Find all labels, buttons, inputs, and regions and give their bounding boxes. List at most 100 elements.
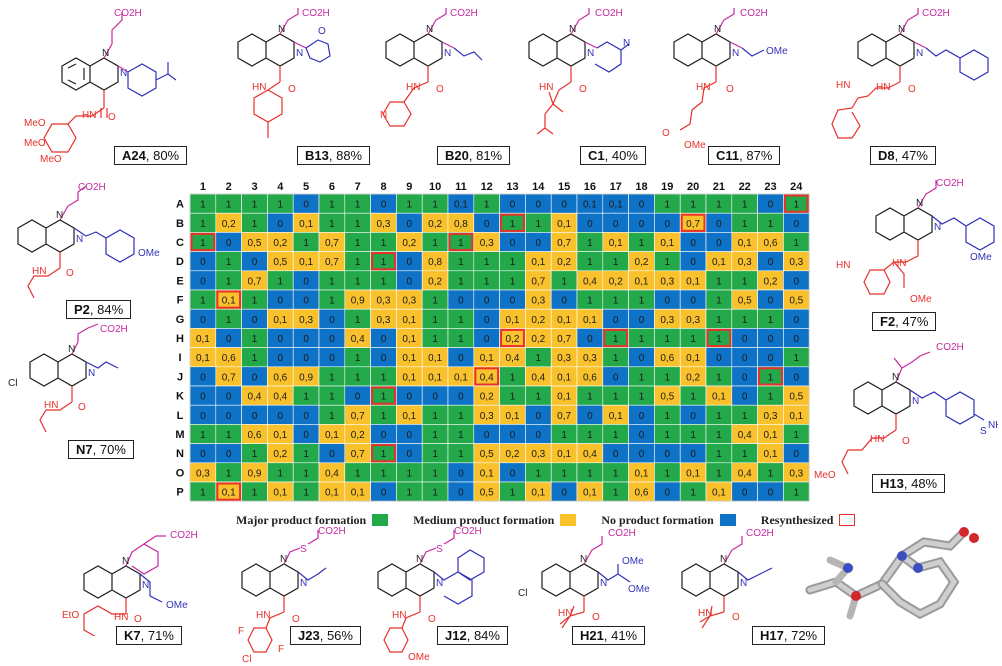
cell-value: 1 xyxy=(226,257,232,268)
cell-value: 0 xyxy=(252,372,258,383)
caption-yield: 40% xyxy=(611,148,638,163)
cell-value: 0,2 xyxy=(402,238,416,249)
cell-value: 0,7 xyxy=(686,219,700,230)
resynthesized-marker xyxy=(216,290,242,309)
ring-N-label: N xyxy=(892,372,899,383)
cell-value: 1 xyxy=(665,334,671,345)
cell-value: 0,4 xyxy=(248,392,262,403)
cell-value: 1 xyxy=(381,276,387,287)
cell-value: 0,7 xyxy=(557,411,571,422)
cell-value: 1 xyxy=(329,296,335,307)
caption-yield: 88% xyxy=(336,148,363,163)
resynthesized-marker xyxy=(758,367,783,386)
column-label: 5 xyxy=(303,181,309,193)
structure-J12: CO2H S N N HN O OMe xyxy=(372,526,512,664)
cell-value: 0 xyxy=(200,372,206,383)
cell-value: 0,7 xyxy=(557,238,571,249)
ether-MeO-label: MeO xyxy=(814,470,836,480)
caption-id: K7 xyxy=(124,628,141,643)
ester-OMe-label: OMe xyxy=(910,294,932,305)
cell-value: 1 xyxy=(355,219,361,230)
cell-value: 1 xyxy=(716,430,722,441)
cell-value: 0 xyxy=(742,353,748,364)
cell-value: 0,2 xyxy=(428,276,442,287)
cell-value: 1 xyxy=(742,219,748,230)
caption-id: N7 xyxy=(76,442,93,457)
cell-value: 0,3 xyxy=(738,257,752,268)
cell-value: 1 xyxy=(587,238,593,249)
cell-value: 1 xyxy=(355,372,361,383)
resynthesized-marker xyxy=(783,194,809,213)
cell-value: 0,3 xyxy=(764,411,778,422)
cell-value: 1 xyxy=(381,392,387,403)
cell-value: 1 xyxy=(742,200,748,211)
cell-value: 0 xyxy=(639,353,645,364)
cell-value: 0,8 xyxy=(454,219,468,230)
cell-value: 0 xyxy=(200,315,206,326)
cell-value: 1 xyxy=(252,200,258,211)
amide-O-label: O xyxy=(108,112,116,123)
cell-value: 0,5 xyxy=(248,238,262,249)
cell-value: 1 xyxy=(665,430,671,441)
cell-value: 0,4 xyxy=(480,372,494,383)
caption-H17: H17, 72% xyxy=(752,626,826,645)
cell-value: 1 xyxy=(458,315,464,326)
cell-value: 0,2 xyxy=(531,334,545,345)
cell-value: 0 xyxy=(510,238,516,249)
cell-value: 1 xyxy=(536,468,542,479)
cell-value: 1 xyxy=(613,392,619,403)
cell-value: 0 xyxy=(639,411,645,422)
cell-value: 1 xyxy=(768,392,774,403)
cell-value: 0,1 xyxy=(402,315,416,326)
ring-N-label: N xyxy=(142,580,149,591)
cell-value: 0,5 xyxy=(738,296,752,307)
caption-yield: 71% xyxy=(147,628,174,643)
cell-value: 1 xyxy=(278,200,284,211)
column-label: 12 xyxy=(481,181,493,193)
resynthesized-marker xyxy=(706,328,732,348)
cell-value: 0 xyxy=(432,392,438,403)
column-label: 6 xyxy=(329,181,335,193)
cell-value: 0 xyxy=(329,449,335,460)
structure-D8: CO2H N N HN HN O xyxy=(818,6,994,166)
row-label: A xyxy=(176,199,184,211)
structure-N7: CO2H N N Cl HN O xyxy=(6,322,162,446)
caption-id: H13 xyxy=(880,476,904,491)
ring-N-label: N xyxy=(426,24,433,35)
cell-value: 0 xyxy=(381,430,387,441)
cell-value: 1 xyxy=(510,488,516,499)
column-label: 11 xyxy=(455,181,467,193)
cell-value: 0 xyxy=(742,488,748,499)
cell-value: 1 xyxy=(432,334,438,345)
cell-value: 1 xyxy=(329,372,335,383)
cell-value: 1 xyxy=(794,430,800,441)
amide-HN-label: HN xyxy=(558,608,572,619)
cell-value: 0,3 xyxy=(660,276,674,287)
caption-yield: 70% xyxy=(99,442,126,457)
cell-value: 0,2 xyxy=(686,372,700,383)
caption-P2: P2, 84% xyxy=(66,300,132,319)
row-label: K xyxy=(176,391,184,403)
cell-value: 1 xyxy=(510,276,516,287)
structure-H13: CO2H N N S NH HN O MeO xyxy=(812,336,998,480)
cell-value: 1 xyxy=(355,468,361,479)
cell-value: 0,8 xyxy=(428,257,442,268)
ring-N-label: N xyxy=(300,578,307,589)
cell-value: 1 xyxy=(794,353,800,364)
cell-value: 0,6 xyxy=(222,353,236,364)
cell-value: 0,5 xyxy=(273,257,287,268)
cell-value: 1 xyxy=(252,334,258,345)
cell-value: 0,1 xyxy=(531,488,545,499)
ring-N-label: N xyxy=(296,48,303,59)
cell-value: 0 xyxy=(381,334,387,345)
cell-value: 0,2 xyxy=(428,219,442,230)
cell-value: 0,6 xyxy=(660,353,674,364)
legend-label-resynth: Resynthesized xyxy=(760,512,834,527)
structure-P2: CO2H N N OMe HN O xyxy=(8,178,174,302)
acid-label: CO2H xyxy=(318,526,346,537)
cell-value: 0,1 xyxy=(583,315,597,326)
cell-value: 0,1 xyxy=(557,372,571,383)
cell-value: 0,4 xyxy=(506,353,520,364)
cell-value: 0 xyxy=(407,219,413,230)
